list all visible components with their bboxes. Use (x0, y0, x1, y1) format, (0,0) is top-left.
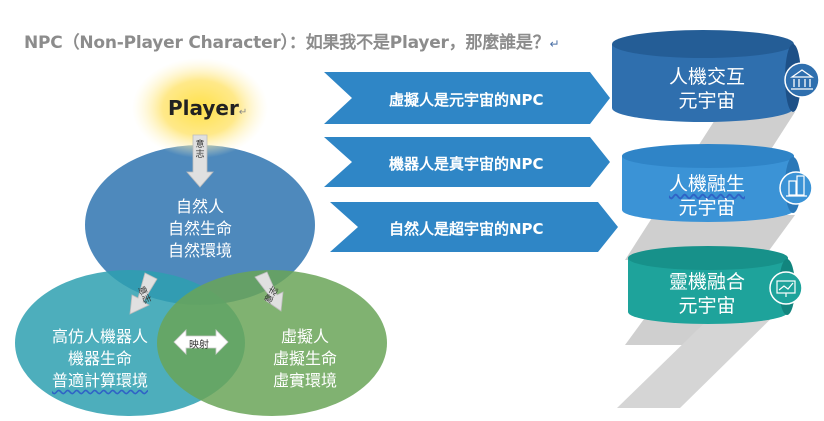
arrow-down-top (186, 134, 214, 188)
arrow-mapping (173, 329, 229, 355)
cylinder-2-label: 人機融生 元宇宙 (668, 173, 745, 219)
circle-virtual (157, 270, 387, 416)
banner-label-1: 虛擬人是元宇宙的NPC (389, 91, 544, 109)
chart-monitor-icon (769, 271, 803, 305)
arrow-down-right (254, 271, 284, 312)
cylinder-3-label: 靈機融合 元宇宙 (668, 271, 745, 317)
banner-arrow-3 (330, 202, 618, 252)
circle-virtual-text: 虛擬人 虛擬生命 虛實環境 (272, 327, 337, 390)
cylinder-3 (628, 246, 795, 324)
player-glow (132, 58, 268, 158)
bank-icon (784, 62, 820, 98)
banner-label-2: 機器人是真宇宙的NPC (389, 155, 544, 173)
circle-robot-text: 高仿人機器人 機器生命 普適計算環境 (51, 327, 148, 390)
player-label: Player↵ (168, 96, 248, 120)
banner-arrow-1 (324, 72, 610, 124)
page-title: NPC（Non-Player Character）：如果我不是Player，那麼… (24, 33, 560, 53)
banner-label-3: 自然人是超宇宙的NPC (389, 220, 544, 238)
ribbon-segment (617, 300, 790, 408)
arrow-label-top: 意志 (195, 140, 205, 160)
arrow-label-mapping: 映射 (189, 340, 209, 351)
buildings-icon (779, 171, 813, 205)
circle-natural (85, 145, 315, 305)
cylinder-1-label: 人機交互 元宇宙 (668, 66, 745, 112)
banner-arrow-2 (324, 137, 610, 187)
arrow-down-left (129, 272, 158, 315)
circle-natural-text: 自然人 自然生命 自然環境 (167, 197, 232, 260)
